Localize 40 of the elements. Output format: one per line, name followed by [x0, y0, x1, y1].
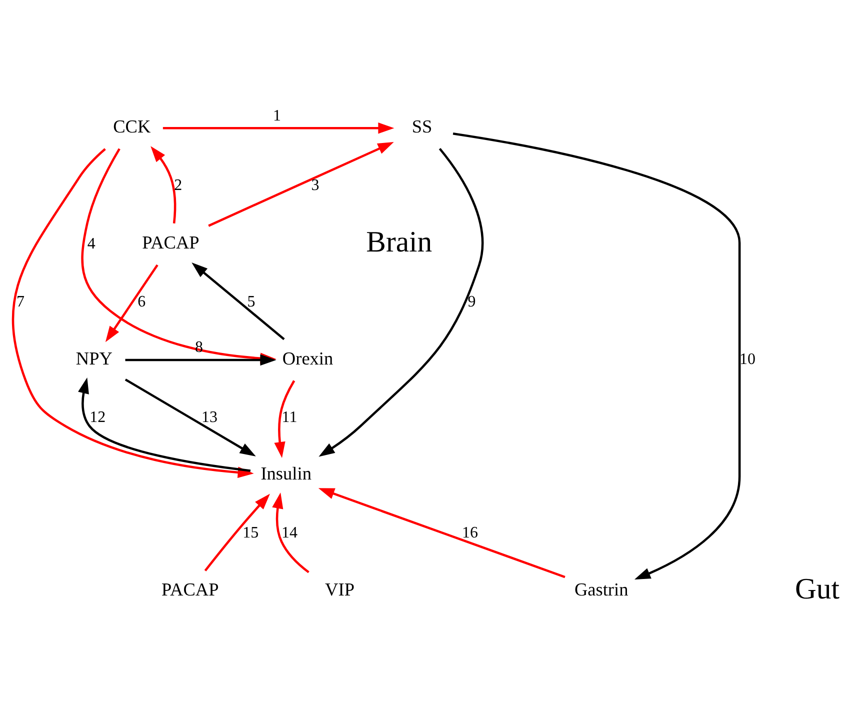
- edge-label: 10: [740, 351, 756, 368]
- edge-label: 6: [138, 294, 146, 311]
- arrow: [150, 146, 176, 224]
- arrow: [124, 378, 256, 456]
- edge-label: 16: [462, 524, 478, 542]
- arrow: [452, 132, 741, 580]
- edge-label: 11: [282, 408, 298, 426]
- edge-label: 3: [311, 177, 320, 194]
- edge-label: 7: [16, 294, 25, 311]
- node-text: CCK: [113, 116, 151, 136]
- node-text: VIP: [325, 580, 354, 600]
- label: Gut: [794, 573, 840, 606]
- arrow: [192, 262, 285, 340]
- arrow: [204, 494, 270, 572]
- label: Brain: [366, 226, 432, 258]
- arrow: [208, 142, 394, 227]
- node-text: Gastrin: [574, 580, 628, 600]
- edge-label: 2: [174, 177, 182, 194]
- edge-label: 9: [468, 294, 476, 311]
- node-text: PACAP: [162, 580, 219, 600]
- arrow: [105, 264, 158, 342]
- node-text: Insulin: [260, 464, 312, 484]
- node-text: PACAP: [142, 232, 200, 252]
- edge-label: 5: [247, 294, 256, 311]
- edge-label: 12: [90, 408, 106, 426]
- arrow: [125, 354, 276, 366]
- node-text: SS: [412, 116, 432, 136]
- edge-label: 14: [282, 524, 298, 542]
- arrow: [318, 148, 484, 457]
- arrow: [272, 492, 310, 574]
- node-text: NPY: [76, 348, 112, 368]
- arrow: [162, 122, 394, 134]
- edge-label: 4: [87, 235, 96, 252]
- arrow: [274, 380, 296, 458]
- edge-label: 15: [242, 524, 259, 542]
- node-text: Orexin: [282, 348, 334, 368]
- arrow: [318, 488, 566, 578]
- edge-label: 13: [202, 408, 218, 426]
- arrow: [78, 377, 251, 472]
- edge-label: 1: [272, 107, 281, 124]
